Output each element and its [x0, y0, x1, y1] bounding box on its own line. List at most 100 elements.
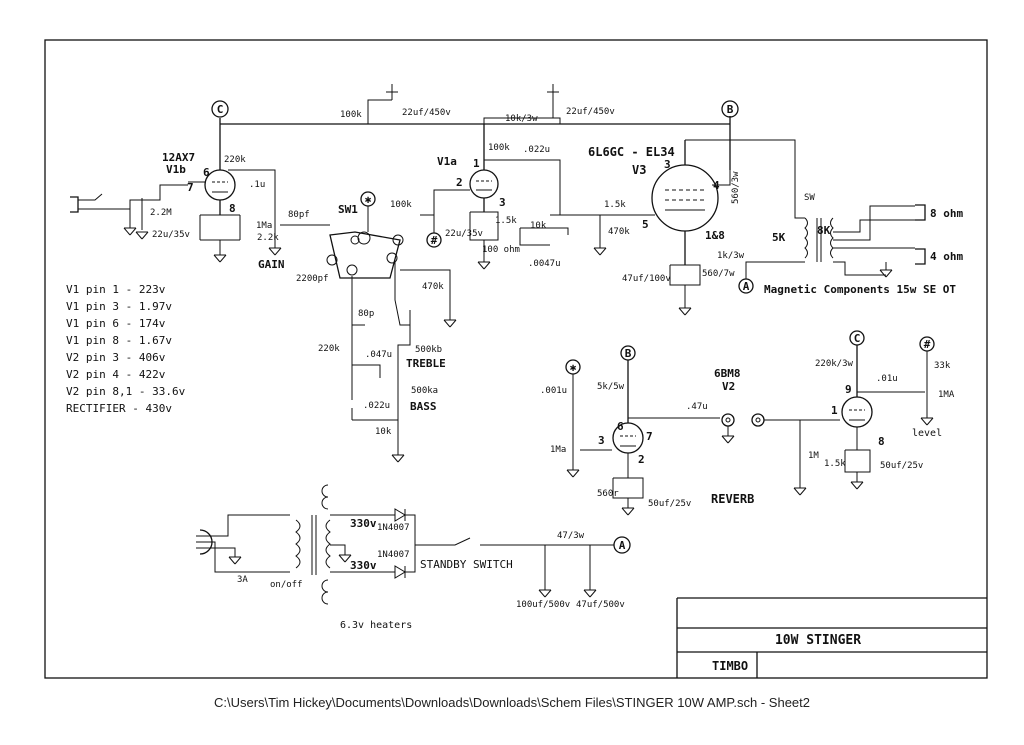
v3-pin3: 3	[664, 158, 671, 171]
reverb-recovery	[751, 345, 934, 496]
power-supply	[196, 484, 614, 605]
v2-pin6: 6	[617, 420, 624, 433]
tone-mid-res: 10k	[375, 427, 392, 437]
heater-winding-label: 6.3v heaters	[340, 620, 412, 631]
v3-pin5: 5	[642, 218, 649, 231]
author-text: TIMBO	[712, 659, 748, 673]
input-jack	[70, 184, 188, 240]
treble-pot-value: 500kb	[415, 345, 442, 355]
svg-text:B: B	[625, 347, 632, 360]
top-filter-cap-a: 22uf/450v	[402, 108, 451, 118]
voltage-reading: V2 pin 4 - 422v	[66, 368, 166, 381]
standby-switch-label: STANDBY SWITCH	[420, 558, 513, 571]
v3-grid-stopper: 1.5k	[604, 200, 626, 210]
v2-pin2: 2	[638, 453, 645, 466]
node-hash-rev: #	[919, 336, 935, 352]
voltage-reading: V1 pin 6 - 174v	[66, 317, 166, 330]
v2-pin9: 9	[845, 383, 852, 396]
sw1-label: SW1	[338, 203, 358, 216]
voltage-reading: V1 pin 8 - 1.67v	[66, 334, 172, 347]
v2-tube-type: 6BM8	[714, 367, 741, 380]
voltage-reading: V2 pin 8,1 - 33.6v	[66, 385, 186, 398]
v1a-pin3: 3	[499, 196, 506, 209]
v1a-coupling-cap: .022u	[523, 145, 550, 155]
node-c-rev: C	[849, 330, 865, 346]
voltage-readings: V1 pin 1 - 223v V1 pin 3 - 1.97v V1 pin …	[66, 283, 186, 415]
output-4ohm: 4 ohm	[930, 250, 963, 263]
tone-stack	[351, 262, 457, 463]
v1b-plate-res: 220k	[224, 155, 246, 165]
magnetic-components-note: Magnetic Components 15w SE OT	[764, 283, 956, 296]
gain-pot	[228, 169, 330, 256]
v3-grid-res: 470k	[608, 227, 630, 237]
bass-pot-value: 500ka	[411, 386, 438, 396]
v1b-tube-type: 12AX7	[162, 151, 195, 164]
title-text: 10W STINGER	[775, 633, 861, 648]
v3-tube-type: 6L6GC - EL34	[588, 145, 675, 159]
svg-text:B: B	[727, 103, 734, 116]
v1a-pin2: 2	[456, 176, 463, 189]
top-dropping-res-b: 10k/3w	[505, 114, 538, 124]
recovery-plate-res: 220k/3w	[815, 359, 854, 369]
reverb-plate-res: 5k/5w	[597, 382, 625, 392]
reverb-coupling-cap: .47u	[686, 402, 708, 412]
v1b-cathode-res: 2.2k	[257, 233, 279, 243]
v1b-coupling-cap: .1u	[249, 180, 265, 190]
top-filter-cap-b: 22uf/450v	[566, 107, 615, 117]
v1a-triode	[420, 135, 499, 270]
ot-5k-label: 5K	[772, 231, 786, 244]
input-grid-res: 2.2M	[150, 208, 172, 218]
svg-text:#: #	[431, 234, 438, 247]
b-plus-rail	[219, 99, 731, 135]
v3-screen-res: 560/3w	[731, 171, 741, 204]
file-path-footer: C:\Users\Tim Hickey\Documents\Downloads\…	[214, 695, 810, 710]
psu-dropping-res: 47/3w	[557, 531, 585, 541]
reverb-cathode-res: 560r	[597, 489, 619, 499]
top-caps	[386, 84, 559, 118]
recovery-grid-res: 1M	[808, 451, 819, 461]
mid-cap-0047: .0047u	[528, 259, 561, 269]
v1b-cathode-cap: 22u/35v	[152, 230, 190, 240]
node-a-psu: A	[613, 536, 631, 554]
sheet-border	[44, 39, 988, 679]
gain-pot-value: 1Ma	[256, 221, 272, 231]
ot-switch-label: SW	[804, 193, 815, 203]
svg-text:A: A	[743, 280, 750, 293]
tone-slope-res: 220k	[318, 344, 340, 354]
title-block: 10W STINGER TIMBO	[676, 597, 987, 678]
v1b-pin6: 6	[203, 166, 210, 179]
v1b-pin7: 7	[187, 181, 194, 194]
v1a-pin1: 1	[473, 157, 480, 170]
power-switch-label: on/off	[270, 580, 303, 590]
svg-text:C: C	[854, 332, 861, 345]
ot-8k-label: 8K	[817, 224, 831, 237]
node-a-out: A	[738, 278, 754, 294]
output-transformer	[745, 188, 915, 279]
v2-label: V2	[722, 380, 735, 393]
recovery-cathode-cap: 50uf/25v	[880, 461, 923, 471]
speaker-jack-4ohm	[915, 248, 926, 265]
svg-text:✱: ✱	[365, 193, 372, 206]
rectifier-diode-a: 1N4007	[377, 523, 410, 533]
reverb-input-cap: .001u	[540, 386, 567, 396]
v1a-cathode-res: 1.5k	[495, 216, 517, 226]
node-hash-mid: #	[426, 232, 442, 248]
psu-filter-cap-a: 100uf/500v	[516, 600, 570, 610]
voltage-reading: RECTIFIER - 430v	[66, 402, 172, 415]
node-star-rev: ✱	[565, 359, 581, 375]
node-c-top: C	[211, 100, 229, 118]
voltage-reading: V1 pin 3 - 1.97v	[66, 300, 172, 313]
output-8ohm: 8 ohm	[930, 207, 963, 220]
node-star-sw: ✱	[360, 191, 376, 207]
top-dropping-res: 100k	[340, 110, 362, 120]
recovery-coupling-cap: .01u	[876, 374, 898, 384]
v2-pin1: 1	[831, 404, 838, 417]
v3-pentode	[651, 124, 796, 316]
reverb-label: REVERB	[711, 492, 754, 506]
level-series-res: 33k	[934, 361, 951, 371]
v1a-v3-network	[484, 159, 655, 256]
treble-label: TREBLE	[406, 357, 446, 370]
fuse-label: 3A	[237, 575, 248, 585]
bass-label: BASS	[410, 400, 437, 413]
